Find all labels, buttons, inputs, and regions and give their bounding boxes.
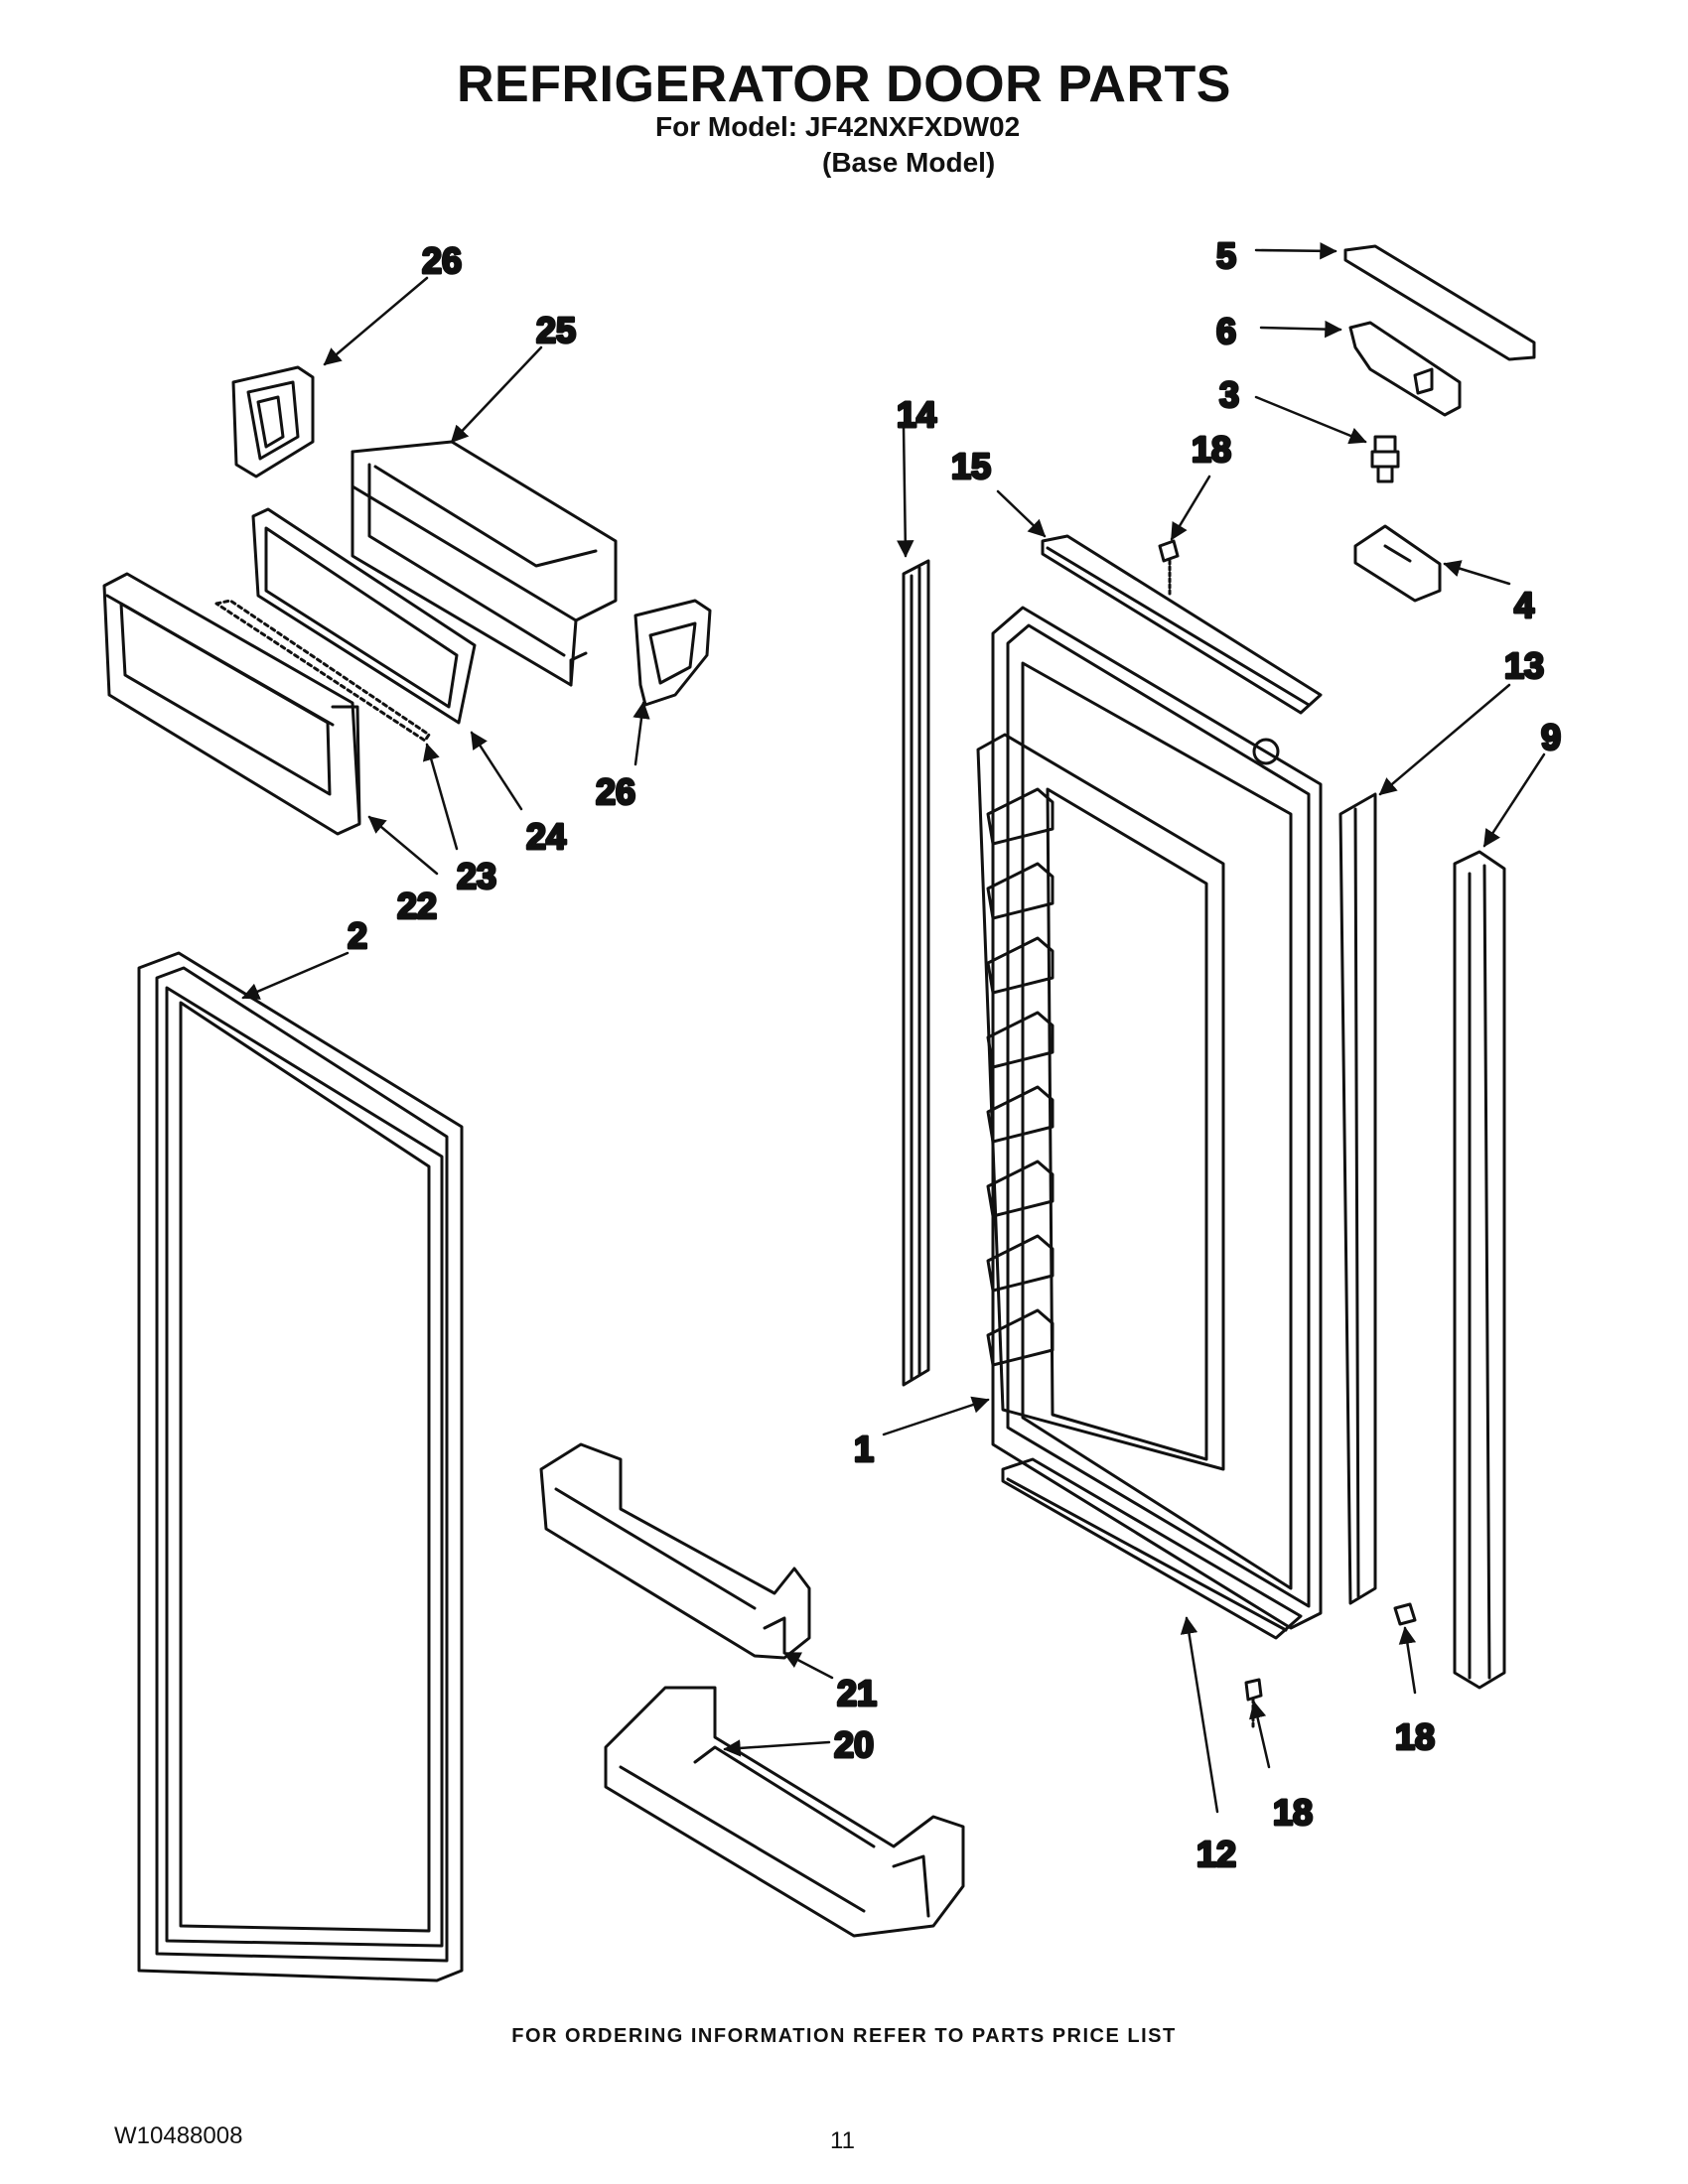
callout-22: 22 [397,886,437,926]
callout-1: 1 [854,1429,874,1469]
door-bin-large-part [604,1686,965,1938]
callout-24: 24 [526,816,566,857]
callout-18-bottom: 18 [1273,1792,1313,1833]
bottom-trim-part [1001,1457,1303,1640]
gasket-strip-part [214,599,431,743]
callout-20: 20 [834,1724,874,1765]
hinge-bracket-part [1353,524,1442,603]
document-number: W10488008 [114,2122,243,2149]
crisper-frame-part [251,507,477,725]
bracket-upper-part [231,365,315,478]
callout-5: 5 [1216,235,1236,276]
door-liner-part [976,606,1323,1630]
hinge-cover-part [1343,244,1536,361]
page-title: REFRIGERATOR DOOR PARTS [457,56,1231,113]
callout-18-top: 18 [1192,429,1231,470]
callout-9: 9 [1541,717,1561,757]
callout-25: 25 [536,310,576,350]
side-trim-right-part [1338,792,1377,1605]
callout-14: 14 [897,394,936,435]
top-trim-part [1041,534,1323,715]
callout-18-right: 18 [1395,1716,1435,1757]
callout-15: 15 [951,446,991,486]
callout-3: 3 [1219,374,1239,415]
crisper-cover-part [102,572,361,836]
callout-26-upper: 26 [422,240,462,281]
callout-6: 6 [1216,311,1236,351]
callout-labels: 26 25 26 22 23 24 2 14 15 18 5 6 3 4 13 … [347,234,1563,1876]
callout-23: 23 [457,856,496,896]
side-trim-left-part [902,559,930,1387]
bracket-lower-part [633,599,712,707]
page-number: 11 [830,2127,855,2154]
crisper-housing-part [351,440,618,687]
hinge-switch-part [1348,321,1462,417]
callout-4: 4 [1514,585,1534,625]
callout-26-lower: 26 [596,771,635,812]
hinge-pin-part [1370,435,1400,483]
callout-12: 12 [1196,1834,1236,1874]
base-model-line: (Base Model) [822,147,996,178]
door-bin-small-part [539,1442,811,1660]
ordering-note: FOR ORDERING INFORMATION REFER TO PARTS … [511,2025,1177,2047]
callout-21: 21 [837,1673,877,1713]
callout-13: 13 [1504,645,1544,686]
door-gasket-part [137,951,464,1982]
callout-2: 2 [348,915,367,956]
door-handle-part [1453,850,1506,1690]
model-line: For Model: JF42NXFXDW02 [655,111,1021,142]
leader-arrows [241,242,1546,1814]
